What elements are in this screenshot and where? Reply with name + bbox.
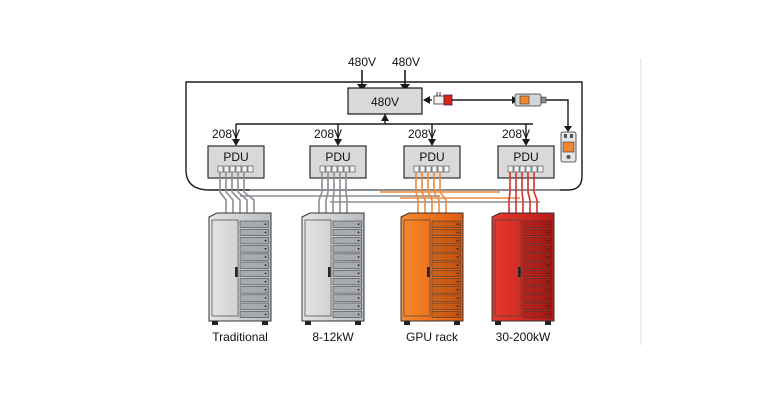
- server-rack-3: GPU rack: [400, 212, 464, 344]
- rack-server-units: [239, 220, 269, 318]
- input-voltage-right: 480V: [392, 55, 420, 69]
- pdu-voltage-label: 208V: [212, 127, 240, 141]
- pdu-label: PDU: [325, 150, 350, 164]
- power-cable: [427, 172, 433, 214]
- feed-line-right: [546, 99, 569, 128]
- rack-server-units: [431, 220, 461, 318]
- power-cable: [345, 172, 348, 214]
- plug-icon: [433, 92, 453, 106]
- power-cable: [508, 172, 511, 214]
- input-voltage-left: 480V: [348, 55, 376, 69]
- pdu-1: 208V PDU: [207, 124, 265, 179]
- server-rack-2: 8-12kW: [301, 212, 365, 344]
- pdu-label: PDU: [513, 150, 538, 164]
- power-cable: [415, 172, 419, 214]
- pdu-box: [309, 145, 367, 179]
- rack-handle: [518, 267, 521, 277]
- power-cable: [225, 172, 234, 214]
- power-cable: [332, 172, 335, 214]
- pdu-box: [403, 145, 461, 179]
- pdu-voltage-label: 208V: [314, 127, 342, 141]
- rack-door: [211, 219, 239, 317]
- power-cable: [237, 172, 248, 214]
- server-rack-1: Traditional: [208, 212, 272, 344]
- pdu-box: [497, 145, 555, 179]
- power-cable: [521, 172, 524, 214]
- pdu-outlet-strip: [413, 165, 450, 173]
- pdu-3: 208V PDU: [403, 124, 461, 179]
- power-cable: [243, 172, 255, 214]
- main-transformer-label: 480V: [371, 95, 399, 109]
- feed-from-plug: [423, 96, 432, 104]
- connector-icon: [560, 131, 577, 163]
- power-cable: [421, 172, 426, 214]
- pdu-voltage-label: 208V: [408, 127, 436, 141]
- pdu-voltage-label: 208V: [502, 127, 530, 141]
- power-cable: [231, 172, 241, 214]
- rack-label: 8-12kW: [312, 330, 354, 344]
- breaker-icon: [514, 93, 547, 107]
- rack-handle: [328, 267, 331, 277]
- rack-handle: [235, 267, 238, 277]
- server-rack-4: 30-200kW: [491, 212, 555, 344]
- rack-server-units: [332, 220, 362, 318]
- power-cable: [527, 172, 531, 214]
- feed-line-top: [452, 96, 518, 104]
- rack-door: [403, 219, 431, 317]
- power-cable: [533, 172, 538, 214]
- rack-label: Traditional: [212, 330, 268, 344]
- distribution-boundary: [185, 81, 583, 191]
- rack-door: [304, 219, 332, 317]
- pdu-label: PDU: [419, 150, 444, 164]
- power-cable: [318, 172, 323, 214]
- power-cable: [433, 172, 440, 214]
- pdu-label: PDU: [223, 150, 248, 164]
- rack-handle: [427, 267, 430, 277]
- rack-label: 30-200kW: [496, 330, 551, 344]
- power-cable: [439, 172, 447, 214]
- power-cable: [325, 172, 329, 214]
- pdu-2: 208V PDU: [309, 124, 367, 179]
- pdu-box: [207, 145, 265, 179]
- pdu-4: 208V PDU: [497, 124, 555, 179]
- rack-server-units: [522, 220, 552, 318]
- power-cable: [219, 172, 227, 214]
- rack-label: GPU rack: [406, 330, 459, 344]
- rack-door: [494, 219, 522, 317]
